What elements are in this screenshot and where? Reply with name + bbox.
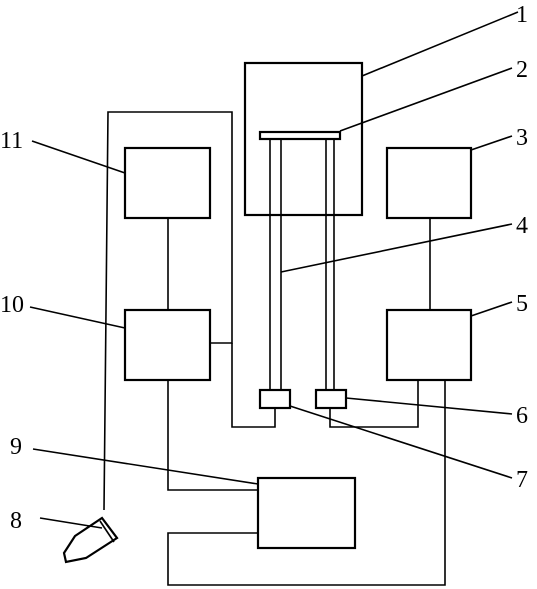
wire-7-loop bbox=[231, 343, 276, 428]
label-8: 8 bbox=[10, 508, 22, 534]
label-3: 3 bbox=[516, 125, 528, 151]
wire-10-9 bbox=[167, 380, 258, 491]
label-1: 1 bbox=[516, 2, 528, 28]
box-5 bbox=[385, 308, 473, 382]
wire-9-5 bbox=[167, 380, 446, 586]
electrode-7 bbox=[258, 388, 292, 410]
label-9: 9 bbox=[10, 434, 22, 460]
box-9 bbox=[256, 476, 357, 550]
box-10 bbox=[123, 308, 212, 382]
callout-labels: 1 2 3 4 5 6 7 8 9 10 11 bbox=[0, 2, 528, 534]
box-11 bbox=[123, 146, 212, 220]
label-10: 10 bbox=[0, 292, 24, 318]
electrode-6 bbox=[314, 388, 348, 410]
label-4: 4 bbox=[516, 213, 528, 239]
wire-probe-loop bbox=[103, 111, 233, 511]
label-5: 5 bbox=[516, 291, 528, 317]
label-7: 7 bbox=[516, 467, 528, 493]
label-6: 6 bbox=[516, 403, 528, 429]
top-plate-2 bbox=[258, 130, 342, 141]
wires bbox=[103, 111, 446, 586]
label-2: 2 bbox=[516, 57, 528, 83]
rods-4 bbox=[269, 139, 335, 390]
leader-lines bbox=[29, 11, 519, 529]
label-11: 11 bbox=[0, 128, 23, 154]
wire-6-5 bbox=[329, 380, 419, 428]
box-3 bbox=[385, 146, 473, 220]
probe-8 bbox=[62, 516, 119, 564]
